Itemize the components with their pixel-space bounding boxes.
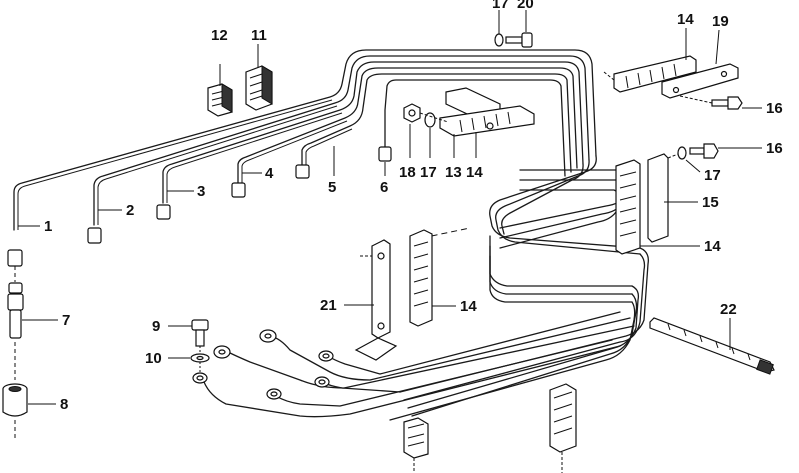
clamp-14-center	[409, 229, 433, 327]
bolt-9-shank	[195, 329, 205, 347]
fitting-4	[231, 182, 246, 198]
callout-20: 20	[517, 0, 534, 12]
connector-7	[7, 293, 24, 311]
clip-bottom-center	[403, 417, 429, 473]
callout-3: 3	[197, 183, 205, 200]
callout-17-center: 17	[420, 164, 437, 181]
clip-bottom-right	[549, 383, 577, 473]
leader-lines	[18, 10, 762, 405]
callout-21: 21	[320, 297, 337, 314]
fitting-2	[87, 227, 102, 244]
bolt-washer-9-10	[190, 319, 210, 372]
fitting-1	[7, 249, 23, 267]
bracket-upper-right	[603, 55, 743, 110]
callout-14-center-top: 14	[466, 164, 483, 181]
callout-labels: 1 2 3 4 5 6 7 8 9 10 11 12 13 14 14 14 1…	[44, 0, 783, 413]
callout-15: 15	[702, 194, 719, 211]
bolt-16b-shank	[689, 147, 705, 155]
callout-11: 11	[251, 27, 267, 44]
callout-16-upper: 16	[766, 100, 783, 117]
bracket-21	[354, 227, 471, 361]
clip-12	[207, 83, 233, 117]
pipe-bundle-upper	[13, 49, 597, 231]
callout-19: 19	[712, 13, 729, 30]
bolt-16b-head	[703, 143, 719, 159]
callout-8: 8	[60, 396, 68, 413]
strap-22	[649, 317, 775, 375]
bolt-20-head	[521, 32, 533, 48]
washer-17a	[494, 33, 504, 47]
callout-14-right: 14	[704, 238, 721, 255]
callout-16-lower: 16	[766, 140, 783, 157]
callout-13: 13	[445, 164, 462, 181]
callout-14-center: 14	[460, 298, 477, 315]
callout-12: 12	[211, 27, 228, 44]
union-nut	[8, 282, 23, 294]
callout-6: 6	[380, 179, 388, 196]
bolt-20	[494, 32, 533, 48]
fitting-3	[156, 204, 171, 220]
washer-17b	[677, 146, 687, 160]
callout-18: 18	[399, 164, 416, 181]
bolt-16a-head	[727, 96, 743, 110]
callout-10: 10	[145, 350, 162, 367]
pipe-bundle-lower	[203, 311, 635, 418]
callout-5: 5	[328, 179, 336, 196]
callout-1: 1	[44, 218, 52, 235]
center-clamp	[403, 87, 535, 137]
pipe-end-fittings	[7, 146, 392, 267]
fitting-6	[378, 146, 392, 162]
fitting-5	[295, 164, 310, 179]
callout-17-top: 17	[492, 0, 509, 12]
callout-2: 2	[126, 202, 134, 219]
ring-terminals	[192, 329, 334, 400]
bolt-20-shank	[505, 36, 523, 44]
left-assembly	[2, 266, 28, 440]
bracket-right-vertical	[615, 143, 719, 255]
bolt-16a-shank	[711, 99, 729, 107]
callout-14-upper-right: 14	[677, 11, 694, 28]
bolt-9-head	[191, 319, 209, 331]
callout-17-right: 17	[704, 167, 721, 184]
callout-4: 4	[265, 165, 274, 182]
callout-7: 7	[62, 312, 70, 329]
clip-11	[245, 65, 273, 111]
pipe-coil-right	[389, 155, 649, 421]
callout-9: 9	[152, 318, 160, 335]
callout-22: 22	[720, 301, 737, 318]
